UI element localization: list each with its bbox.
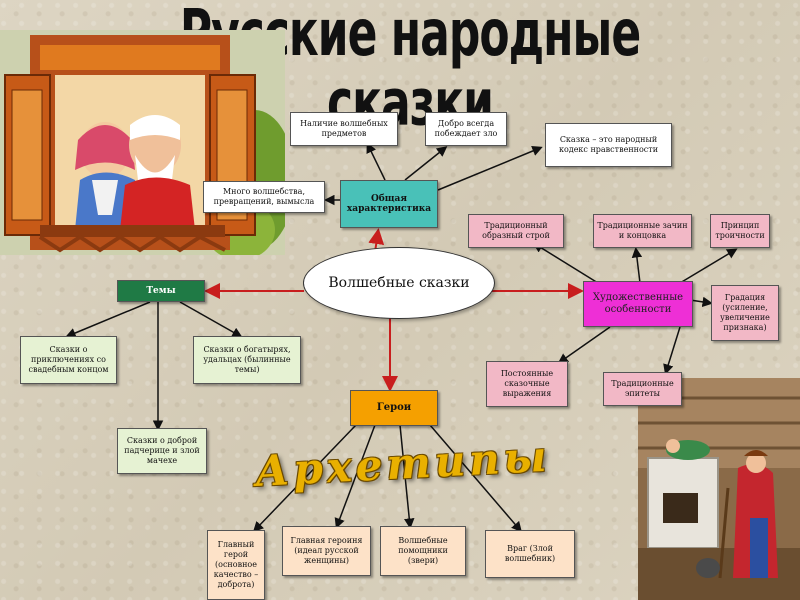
arrow-artistic-style bbox=[532, 242, 599, 284]
central-node-magic-tales: Волшебные сказки bbox=[303, 247, 495, 319]
node-triple-principle: Принцип троичности bbox=[710, 214, 770, 248]
node-moral-code: Сказка – это народный кодекс нравственно… bbox=[545, 123, 672, 167]
arrow-themes-adventures bbox=[65, 301, 151, 338]
old-couple-illustration bbox=[0, 30, 285, 255]
node-theme-adventures: Сказки о приключениях со свадебным концо… bbox=[20, 336, 117, 384]
node-general-characteristics: Общая характеристика bbox=[340, 180, 438, 228]
node-traditional-epithets: Традиционные эпитеты bbox=[603, 372, 682, 406]
arrow-heroes-main bbox=[252, 424, 357, 533]
node-hero-main: Главный герой (основное качество – добро… bbox=[207, 530, 265, 600]
arrow-artistic-triple bbox=[679, 248, 738, 284]
node-theme-stepdaughter: Сказки о доброй падчерице и злой мачехе bbox=[117, 428, 207, 474]
node-magic-objects: Наличие волшебных предметов bbox=[290, 112, 398, 146]
arrow-artistic-epithets bbox=[663, 326, 681, 375]
node-artistic-features: Художественные особенности bbox=[583, 281, 693, 327]
node-hero-enemy: Враг (Злой волшебник) bbox=[485, 530, 575, 578]
node-themes: Темы bbox=[117, 280, 205, 302]
node-hero-heroine: Главная героиня (идеал русской женщины) bbox=[282, 526, 371, 576]
arrow-artistic-expressions bbox=[557, 326, 611, 364]
arrow-themes-heroes bbox=[179, 301, 243, 338]
node-hero-helpers: Волшебные помощники (звери) bbox=[380, 526, 466, 576]
node-theme-heroes: Сказки о богатырях, удальцах (былинные т… bbox=[193, 336, 301, 384]
node-gradation: Градация (усиление, увеличение признака) bbox=[711, 285, 779, 341]
arrow-artistic-gradation bbox=[689, 296, 713, 308]
arrow-general-good-wins bbox=[404, 146, 448, 181]
arrow-heroes-heroine bbox=[334, 424, 376, 529]
node-heroes: Герои bbox=[350, 390, 438, 426]
node-good-always-wins: Добро всегда побеждает зло bbox=[425, 112, 507, 146]
fairy-tale-scene-illustration bbox=[638, 378, 800, 600]
arrow-heroes-enemy bbox=[429, 424, 522, 533]
arrow-general-magic-objects bbox=[366, 142, 386, 181]
node-much-magic: Много волшебства, превращений, вымысла bbox=[203, 181, 325, 213]
arrow-heroes-helpers bbox=[399, 424, 415, 529]
node-traditional-style: Традиционный образный строй bbox=[468, 214, 564, 248]
node-constant-expressions: Постоянные сказочные выражения bbox=[486, 361, 568, 407]
arrow-artistic-openings bbox=[631, 247, 643, 284]
arrow-general-moral-code bbox=[437, 146, 543, 191]
node-traditional-openings: Традиционные зачин и концовка bbox=[593, 214, 692, 248]
